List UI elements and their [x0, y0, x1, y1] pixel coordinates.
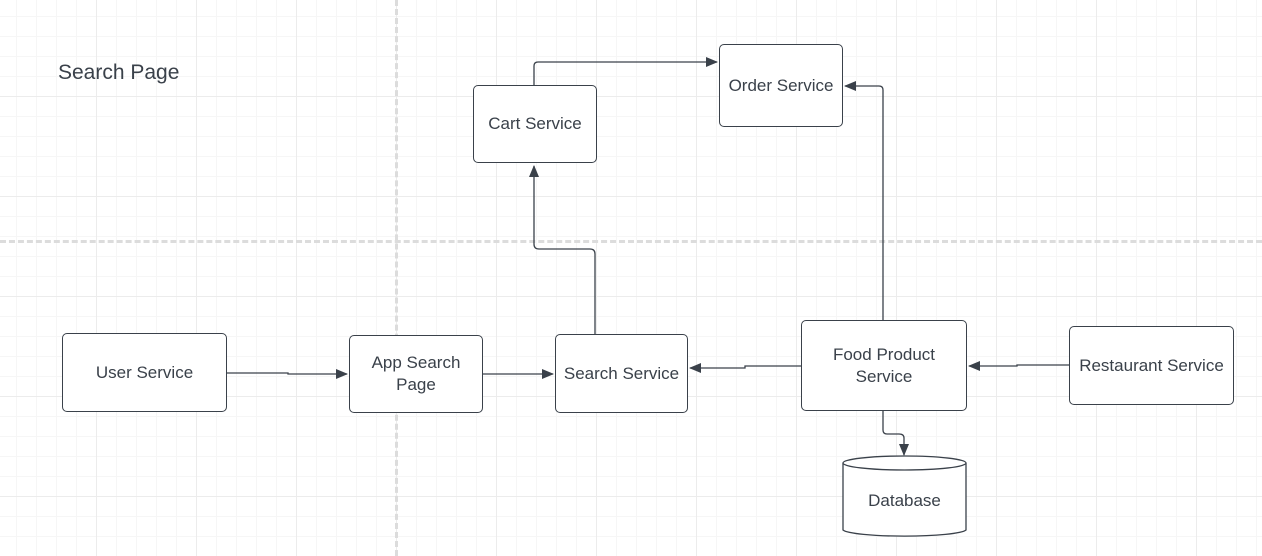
edge-cart-to-order[interactable] [533, 57, 718, 85]
edge-user-to-app-search[interactable] [226, 369, 348, 379]
edge-food-to-database[interactable] [882, 411, 909, 456]
order-service-label: Order Service [728, 75, 834, 95]
restaurant-service-node[interactable]: Restaurant Service [1069, 326, 1234, 405]
food-product-service-node[interactable]: Food Product Service [801, 320, 967, 411]
search-service-label: Search Service [563, 363, 680, 383]
app-search-page-label: App Search Page [371, 353, 461, 394]
edge-restaurant-to-food[interactable] [968, 361, 1069, 371]
page-title: Search Page [58, 61, 180, 84]
cart-service-label: Cart Service [488, 114, 582, 133]
edge-food-to-search[interactable] [689, 363, 801, 373]
food-product-service-label: Food Product Service [832, 344, 936, 386]
search-service-node[interactable]: Search Service [555, 334, 688, 413]
cart-service-node[interactable]: Cart Service [473, 85, 597, 163]
edge-search-to-cart[interactable] [529, 165, 596, 334]
edge-food-to-order[interactable] [844, 81, 884, 320]
horizontal-divider [0, 240, 1262, 243]
user-service-label: User Service [95, 362, 194, 382]
database-cylinder[interactable] [842, 455, 967, 537]
app-search-page-node[interactable]: App Search Page [349, 335, 483, 413]
order-service-node[interactable]: Order Service [719, 44, 843, 127]
restaurant-service-label: Restaurant Service [1079, 355, 1224, 375]
user-service-node[interactable]: User Service [62, 333, 227, 412]
vertical-divider [395, 0, 398, 556]
database-label: Database [868, 491, 941, 510]
